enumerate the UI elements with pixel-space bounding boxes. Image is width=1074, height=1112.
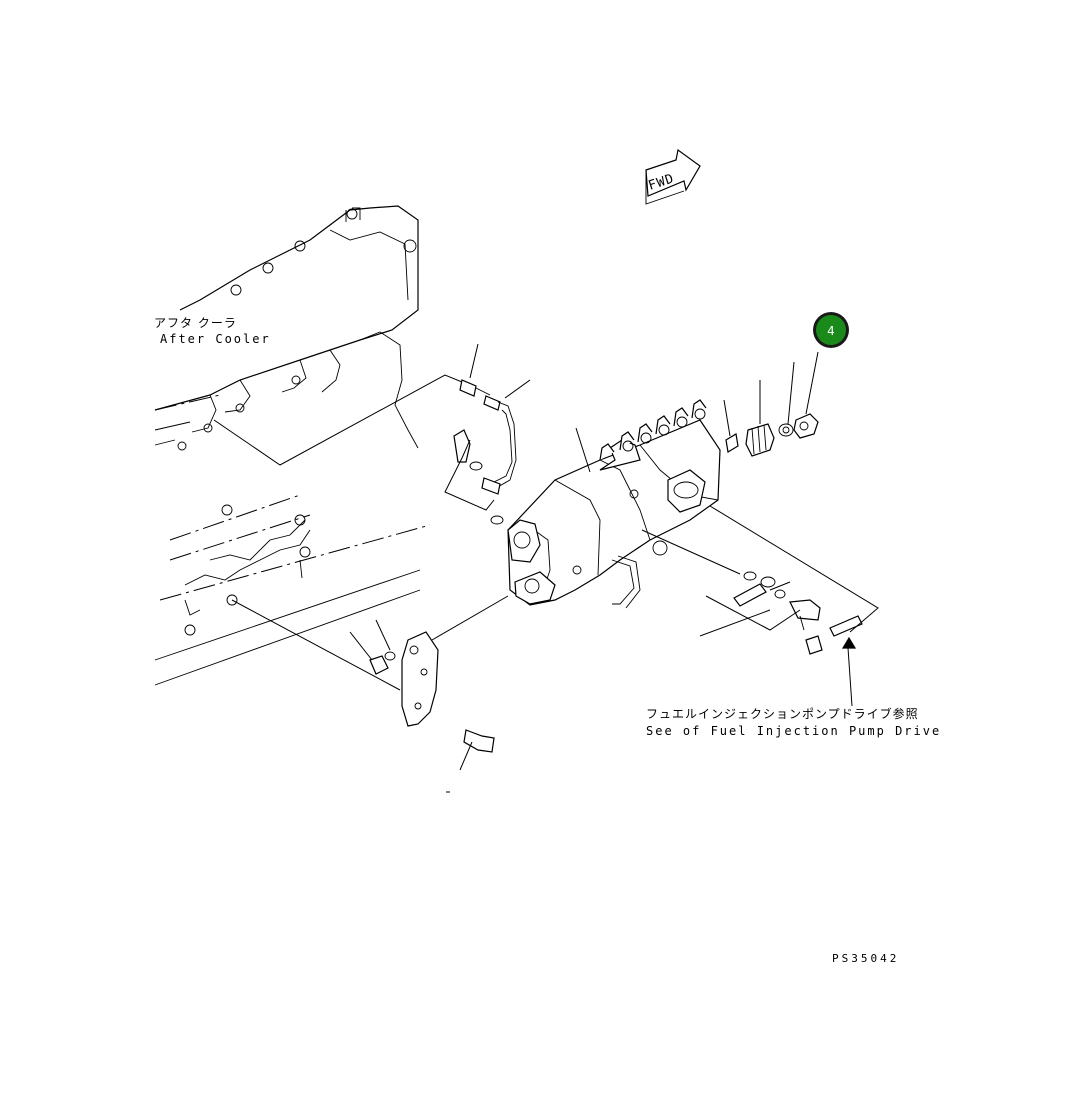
callout-4[interactable]: 4 [813,312,849,348]
fuel-pump-drive-label-en: See of Fuel Injection Pump Drive [646,724,941,738]
fuel-pipe [453,379,517,525]
after-cooler-outline [154,205,419,451]
callout-4-fill [816,315,846,345]
engine-block-outline [154,494,431,686]
after-cooler-label-jp: アフタ クーラ [154,316,237,330]
fwd-arrow-icon: FWD [645,148,701,205]
lower-fittings [733,571,863,655]
leader-lines [213,343,879,771]
mounting-bracket [369,631,495,753]
callout-4-number: 4 [827,324,835,338]
fuel-pump-drive-label-jp: フュエルインジェクションポンプドライブ参照 [646,706,919,721]
drawing-code: PS35042 [832,952,899,965]
fuel-injection-pump [507,399,721,609]
after-cooler-label-en: After Cooler [160,332,271,346]
drive-gear-parts [725,413,819,457]
